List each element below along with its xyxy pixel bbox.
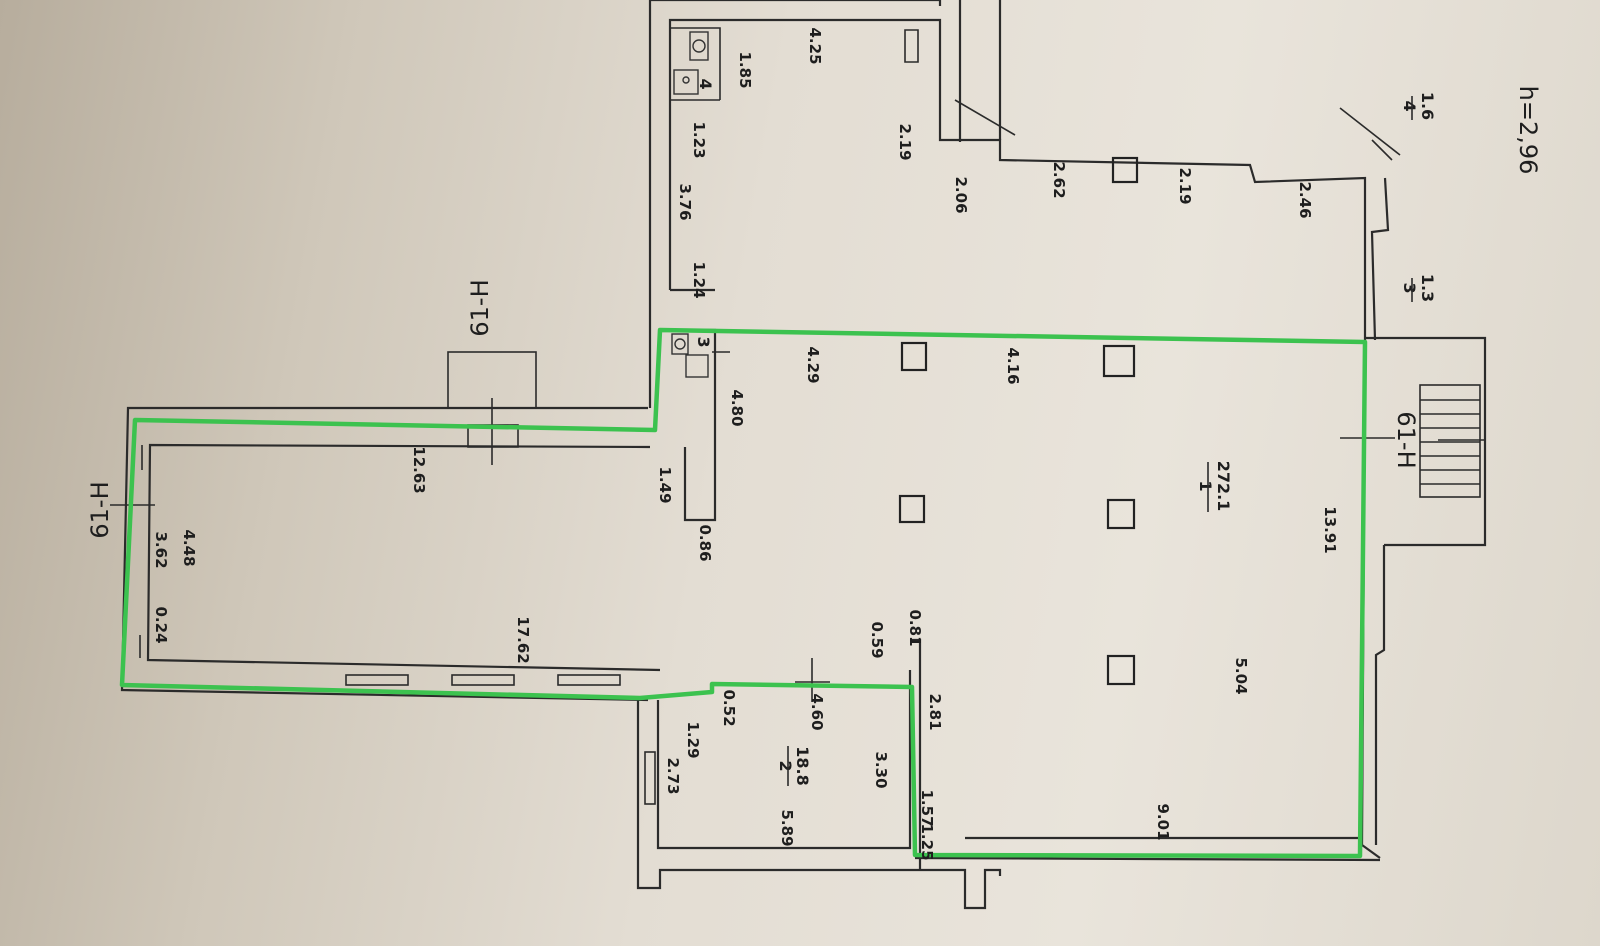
dim-label: 1.49: [656, 466, 674, 503]
dim-label: 0.52: [720, 689, 738, 726]
dim-label: 9.01: [1154, 803, 1172, 840]
axis-labels: 61-H 61-H 61-H h=2,96: [86, 86, 1542, 539]
axis-label-north: 61-H: [466, 279, 494, 336]
dim-label: 2.81: [926, 693, 944, 730]
columns: [898, 156, 1139, 686]
toilet-bowl-icon: [692, 39, 706, 53]
dim-label: 3.62: [152, 531, 170, 568]
fixtures: [671, 31, 709, 378]
dim-label: 5.89: [778, 809, 796, 846]
column: [1106, 654, 1136, 686]
dim-label: 3.30: [872, 751, 890, 788]
dim-label: 17.62: [514, 616, 532, 663]
toilet-icon: [689, 31, 709, 61]
sink-icon: [673, 69, 699, 95]
north-block-outer: [650, 0, 1002, 142]
south-wall: [636, 700, 1381, 910]
column: [898, 494, 926, 524]
door-swing-northeast: [1339, 107, 1401, 156]
dim-label: 1.29: [684, 721, 702, 758]
west-hall-inner-wall: [146, 443, 661, 672]
dimension-labels: 4.25 1.85 1.23 2.19 2.06 2.62 2.19 2.46 …: [152, 27, 1339, 860]
dim-label: 4.29: [804, 346, 822, 383]
fraction-num: 3: [1400, 282, 1419, 293]
dim-label: 3.76: [676, 183, 694, 220]
room-number-3: 3: [694, 336, 713, 347]
north-room-partition: [670, 27, 919, 101]
room-area-1: 272.1: [1214, 461, 1233, 512]
fraction-den: 1.3: [1418, 274, 1437, 302]
sink-drain-icon: [682, 76, 690, 84]
staircase: [1419, 384, 1484, 498]
dim-label: 0.59: [868, 621, 886, 658]
column: [1111, 156, 1139, 184]
column: [1106, 498, 1136, 530]
room-2-wall: [656, 638, 922, 870]
dim-label: 2.19: [896, 123, 914, 160]
dim-label: 2.46: [1296, 181, 1314, 218]
dim-label: 12.63: [410, 446, 428, 493]
column: [1102, 344, 1136, 378]
highlighted-area-outline: [119, 327, 1368, 859]
axis-label-west: 61-H: [86, 481, 114, 538]
axis-label-east: 61-H: [1392, 411, 1420, 468]
dim-label: 1.24: [690, 261, 708, 298]
room-number-4: 4: [696, 78, 715, 89]
plan-walls: [120, 0, 1487, 910]
column: [900, 341, 928, 372]
window-south-2: [451, 674, 515, 686]
dim-label: 1.23: [690, 121, 708, 158]
door-swing-northeast-2: [1371, 139, 1393, 161]
dim-label: 5.04: [1232, 657, 1250, 694]
dim-label: 4.16: [1004, 347, 1022, 384]
staircase-wall: [1365, 336, 1487, 547]
dim-label: 1.85: [736, 51, 754, 88]
fraction-den: 1.6: [1418, 92, 1437, 120]
dim-label: 4.48: [180, 529, 198, 566]
window-south-1: [345, 674, 409, 686]
dim-label: 2.62: [1050, 161, 1068, 198]
main-hall-east-outer: [1370, 177, 1390, 845]
dim-label: 0.24: [152, 606, 170, 643]
dim-label: 0.86: [696, 524, 714, 561]
window-south-3: [557, 674, 621, 686]
fraction-num: 4: [1400, 100, 1419, 111]
door-swing-north: [954, 99, 1016, 136]
west-hall-outer-wall: [120, 406, 649, 702]
room-number-2: 2: [776, 760, 795, 771]
dim-label: 2.19: [1176, 167, 1194, 204]
dim-label: 0.81: [906, 609, 924, 646]
dim-label: 1.57: [918, 789, 936, 826]
stair-flight: [1419, 384, 1481, 498]
toilet-bowl-icon: [674, 338, 686, 350]
dim-label: 2.73: [664, 757, 682, 794]
dim-label: 4.60: [808, 693, 826, 730]
dim-label: 1.25: [918, 823, 936, 860]
sink-icon: [685, 354, 709, 378]
ceiling-height-label: h=2,96: [1514, 86, 1542, 175]
service-corridor-wall: [670, 288, 717, 522]
room-area-2: 18.8: [793, 746, 812, 785]
room-number-1: 1: [1196, 480, 1215, 491]
dim-label: 4.25: [806, 27, 824, 64]
door-marks: [110, 99, 1401, 702]
toilet-icon: [671, 333, 689, 355]
north-block-wall: [648, 0, 1367, 408]
fraction-labels: 4 1.6 3 1.3: [1400, 92, 1437, 302]
dim-label: 4.80: [728, 389, 746, 426]
dim-label: 13.91: [1321, 506, 1339, 553]
dim-label: 2.06: [952, 176, 970, 213]
window-room-2: [644, 751, 656, 805]
room-labels: 1 272.1 2 18.8 3 4: [694, 78, 1233, 786]
